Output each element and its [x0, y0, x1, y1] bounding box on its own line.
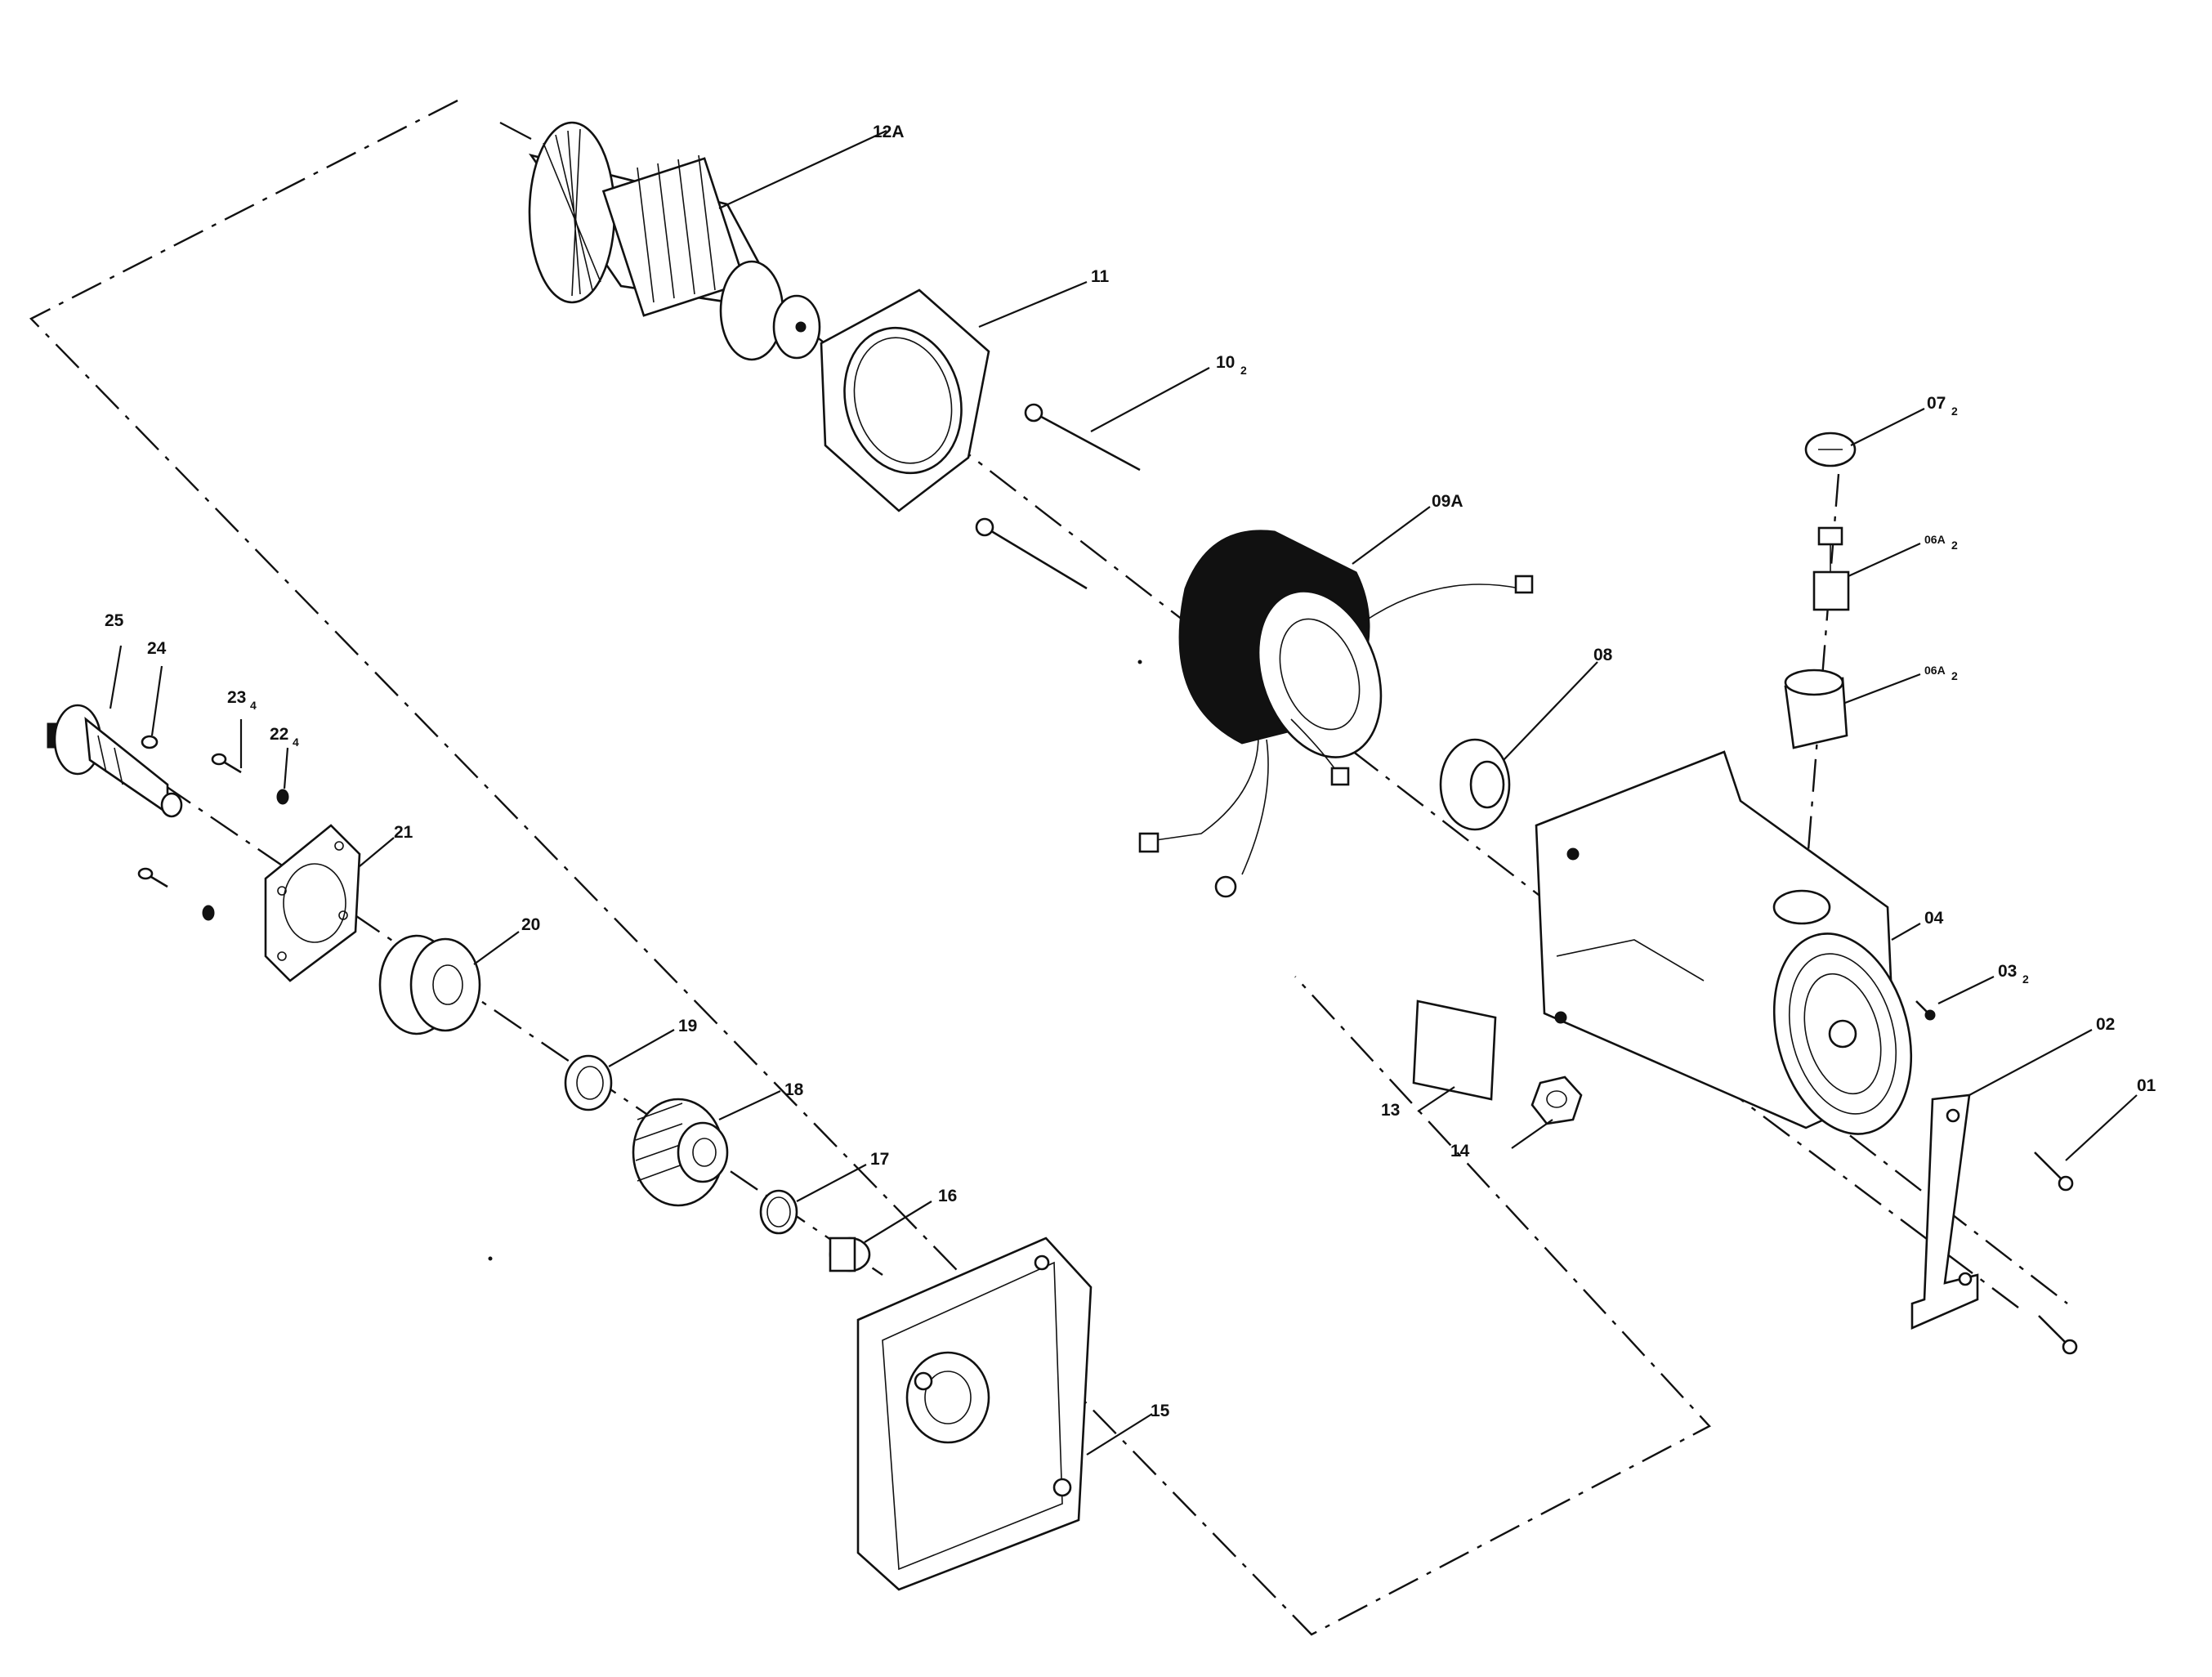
label-06a-upper-sub: 2 [1951, 539, 1958, 552]
label-23: 23 [227, 688, 246, 707]
nameplate-part [1412, 999, 1497, 1101]
label-19: 19 [678, 1017, 697, 1035]
brush-holder-part [1784, 669, 1848, 749]
motor-axis-line [808, 330, 2068, 1304]
bearing-08-part [1439, 738, 1511, 831]
label-23-sub: 4 [250, 699, 257, 712]
output-shaft-part [47, 704, 183, 818]
retaining-ring-part [759, 1189, 798, 1235]
label-18: 18 [784, 1080, 804, 1099]
label-03-sub: 2 [2022, 973, 2029, 986]
needle-bearing-part [829, 1237, 871, 1272]
label-09a: 09A [1432, 492, 1463, 511]
label-02: 02 [2096, 1015, 2115, 1034]
label-06a-upper: 06A [1924, 533, 1946, 546]
label-20: 20 [521, 915, 540, 934]
lock-washers-part [202, 789, 289, 921]
bearing-20-part [378, 934, 481, 1035]
gear-case-part [856, 1237, 1093, 1591]
label-24: 24 [147, 639, 167, 658]
washer-19-part [564, 1054, 613, 1111]
label-12a: 12A [873, 123, 905, 141]
label-10: 10 [1216, 353, 1235, 372]
key-part [141, 735, 159, 749]
label-08: 08 [1593, 646, 1613, 664]
label-14: 14 [1450, 1142, 1470, 1160]
label-16: 16 [938, 1187, 957, 1205]
bolts-01-part [2034, 1152, 2078, 1355]
label-21: 21 [394, 823, 413, 842]
label-22: 22 [270, 725, 288, 744]
brush-plate-part [820, 288, 990, 512]
carbon-brush-part [1812, 526, 1850, 611]
label-03: 03 [1998, 962, 2017, 981]
motor-housing-part [1535, 750, 1913, 1135]
label-22-sub: 4 [293, 736, 299, 749]
label-11: 11 [1091, 267, 1110, 286]
nut-part [1531, 1076, 1583, 1125]
label-06a-lower-sub: 2 [1951, 669, 1958, 682]
screws-23-part [137, 753, 242, 888]
label-17: 17 [870, 1150, 889, 1169]
label-06a-lower: 06A [1924, 664, 1946, 677]
small-screw-03-part [1915, 1000, 1936, 1021]
label-04: 04 [1924, 909, 1944, 928]
label-25: 25 [105, 611, 124, 630]
label-07: 07 [1927, 394, 1946, 413]
bearing-plate-part [264, 824, 361, 982]
brush-cap-part [1804, 432, 1857, 467]
gear-train-outline [29, 99, 1711, 1636]
output-gear-part [632, 1098, 729, 1207]
field-coil-part [1138, 530, 1534, 898]
long-screws-part [975, 403, 1141, 590]
label-07-sub: 2 [1951, 405, 1958, 418]
armature-part [499, 121, 821, 361]
label-01: 01 [2137, 1076, 2156, 1095]
label-15: 15 [1151, 1402, 1170, 1420]
label-10-sub: 2 [1240, 364, 1247, 377]
bracket-part [1910, 1093, 1979, 1330]
label-13: 13 [1381, 1101, 1400, 1120]
